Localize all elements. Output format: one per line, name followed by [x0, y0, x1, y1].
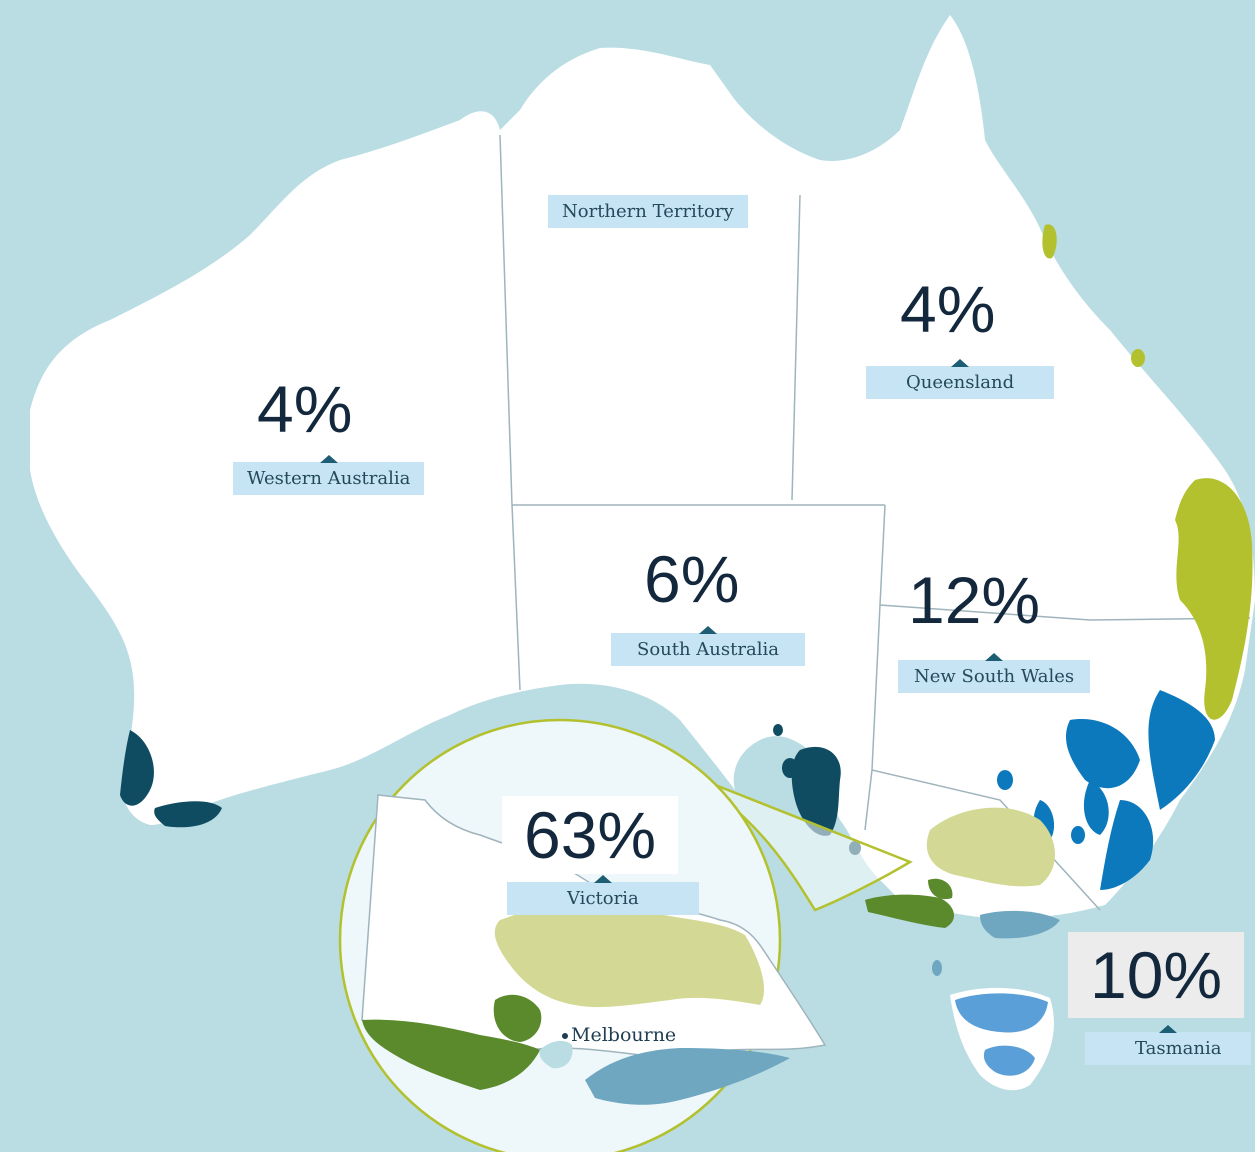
- label-notch: [951, 359, 970, 367]
- tasmania-regions: [955, 993, 1048, 1076]
- victoria-pale-regions: [926, 807, 1055, 887]
- label-text: Northern Territory: [562, 201, 734, 222]
- victoria-zoom-bay: [539, 1040, 573, 1069]
- percent-tasmania: 10%: [1068, 932, 1245, 1018]
- city-dot-icon: [562, 1033, 568, 1039]
- victoria-zoom-pale: [494, 902, 765, 1008]
- percent-new-south-wales: 12%: [908, 563, 1041, 637]
- label-northern-territory: Northern Territory: [548, 195, 748, 228]
- label-notch: [319, 455, 338, 463]
- victoria-green-patch: [928, 878, 953, 900]
- victoria-green-coast: [865, 894, 955, 928]
- lime-regions: [1042, 224, 1253, 720]
- victoria-zoom-green-coast: [362, 1019, 540, 1090]
- label-western-australia: Western Australia: [233, 455, 425, 495]
- label-notch: [985, 653, 1004, 661]
- city-name: Melbourne: [571, 1024, 677, 1046]
- label-text: Queensland: [906, 372, 1015, 393]
- label-text: South Australia: [637, 639, 779, 660]
- percent-queensland: 4%: [900, 272, 996, 346]
- percent-south-australia: 6%: [644, 542, 740, 616]
- label-text: New South Wales: [914, 666, 1075, 687]
- label-text: Western Australia: [247, 468, 411, 489]
- city-melbourne: Melbourne: [562, 1024, 676, 1046]
- victoria-zoom-blue: [585, 1048, 790, 1105]
- percent-western-australia: 4%: [257, 372, 353, 446]
- label-notch: [593, 875, 612, 883]
- label-new-south-wales: New South Wales: [898, 653, 1091, 693]
- label-notch: [698, 626, 717, 634]
- victoria-zoom-green-patch: [493, 994, 542, 1042]
- percent-victoria: 63%: [502, 796, 679, 874]
- label-queensland: Queensland: [866, 359, 1055, 399]
- label-south-australia: South Australia: [611, 626, 805, 666]
- dark-teal-regions: [120, 724, 861, 855]
- small-island: [932, 960, 942, 976]
- label-notch: [1159, 1025, 1178, 1033]
- label-tasmania: Tasmania: [1085, 1025, 1252, 1065]
- label-text: Tasmania: [1135, 1038, 1222, 1059]
- label-text: Victoria: [567, 888, 639, 909]
- label-victoria: Victoria: [507, 875, 699, 915]
- victoria-blue-region: [980, 910, 1060, 939]
